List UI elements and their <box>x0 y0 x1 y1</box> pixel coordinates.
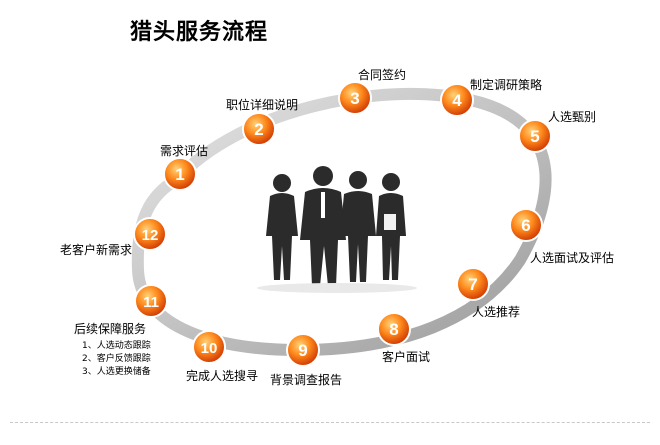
step-circle-2: 2 <box>242 112 276 146</box>
svg-text:8: 8 <box>389 320 398 339</box>
svg-text:10: 10 <box>201 340 218 357</box>
step-label-7: 人选推荐 <box>472 305 521 319</box>
svg-text:9: 9 <box>298 341 307 360</box>
step-label-10: 完成人选搜寻 <box>186 369 259 383</box>
step-circle-6: 6 <box>509 208 543 242</box>
svg-text:6: 6 <box>521 216 530 235</box>
step-label-3: 合同签约 <box>358 68 407 82</box>
svg-text:2: 2 <box>254 120 263 139</box>
svg-text:1: 1 <box>175 165 184 184</box>
svg-text:12: 12 <box>142 227 159 244</box>
service-item: 2、客户反馈跟踪 <box>82 354 151 364</box>
step-circle-8: 8 <box>377 312 411 346</box>
svg-text:7: 7 <box>468 275 477 294</box>
step-label-12: 老客户新需求 <box>60 243 133 257</box>
step-circle-11: 11 <box>134 284 168 318</box>
service-items-list: 1、人选动态跟踪 2、客户反馈跟踪 3、人选更换储备 <box>82 340 151 379</box>
step-label-1: 需求评估 <box>160 144 209 158</box>
people-silhouette-icon <box>266 166 406 286</box>
people-shadow <box>257 283 417 293</box>
step-label-6: 人选面试及评估 <box>530 251 615 265</box>
footer-divider <box>10 422 650 423</box>
step-label-5: 人选甄别 <box>548 110 597 124</box>
svg-text:5: 5 <box>530 127 539 146</box>
step-circle-5: 5 <box>518 119 552 153</box>
step-label-2: 职位详细说明 <box>226 98 299 112</box>
step-circle-3: 3 <box>338 81 372 115</box>
svg-text:11: 11 <box>143 294 159 311</box>
process-ring <box>131 87 552 357</box>
step-circle-9: 9 <box>286 333 320 367</box>
step-circle-7: 7 <box>456 267 490 301</box>
step-circle-10: 10 <box>192 330 226 364</box>
step-circle-1: 1 <box>163 157 197 191</box>
svg-text:4: 4 <box>452 91 462 110</box>
svg-text:3: 3 <box>350 89 359 108</box>
page-title: 猎头服务流程 <box>130 20 269 45</box>
step-label-8: 客户面试 <box>382 350 431 364</box>
step-circle-12: 12 <box>133 217 167 251</box>
step-label-4: 制定调研策略 <box>470 78 543 92</box>
service-item: 1、人选动态跟踪 <box>82 341 151 351</box>
service-item: 3、人选更换储备 <box>82 367 151 377</box>
step-label-11: 后续保障服务 <box>74 322 147 336</box>
step-label-9: 背景调查报告 <box>270 373 343 387</box>
step-circle-4: 4 <box>440 83 474 117</box>
